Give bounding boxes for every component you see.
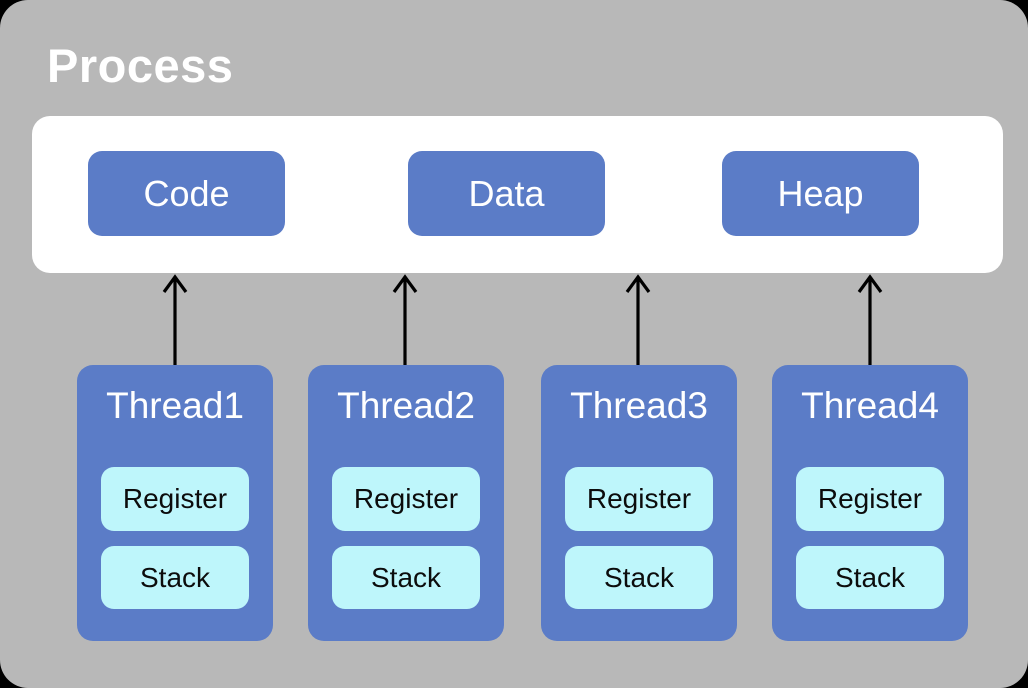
thread-box-1: Thread1 Register Stack: [77, 365, 273, 641]
thread-box-3: Thread3 Register Stack: [541, 365, 737, 641]
thread-title: Thread3: [570, 385, 708, 426]
thread-box-4: Thread4 Register Stack: [772, 365, 968, 641]
thread-box-2: Thread2 Register Stack: [308, 365, 504, 641]
stack-chip: Stack: [565, 546, 713, 609]
register-chip: Register: [332, 467, 480, 531]
segment-heap: Heap: [722, 151, 919, 236]
register-chip: Register: [796, 467, 944, 531]
stack-chip: Stack: [101, 546, 249, 609]
up-arrow-icon: [857, 274, 883, 365]
thread-title: Thread2: [337, 385, 475, 426]
stack-chip: Stack: [332, 546, 480, 609]
segment-code: Code: [88, 151, 285, 236]
segment-data: Data: [408, 151, 605, 236]
up-arrow-icon: [162, 274, 188, 365]
thread-title: Thread4: [801, 385, 939, 426]
register-chip: Register: [565, 467, 713, 531]
process-memory-panel: Code Data Heap: [32, 116, 1003, 273]
thread-title: Thread1: [106, 385, 244, 426]
process-title: Process: [47, 39, 234, 92]
register-chip: Register: [101, 467, 249, 531]
stack-chip: Stack: [796, 546, 944, 609]
up-arrow-icon: [625, 274, 651, 365]
up-arrow-icon: [392, 274, 418, 365]
